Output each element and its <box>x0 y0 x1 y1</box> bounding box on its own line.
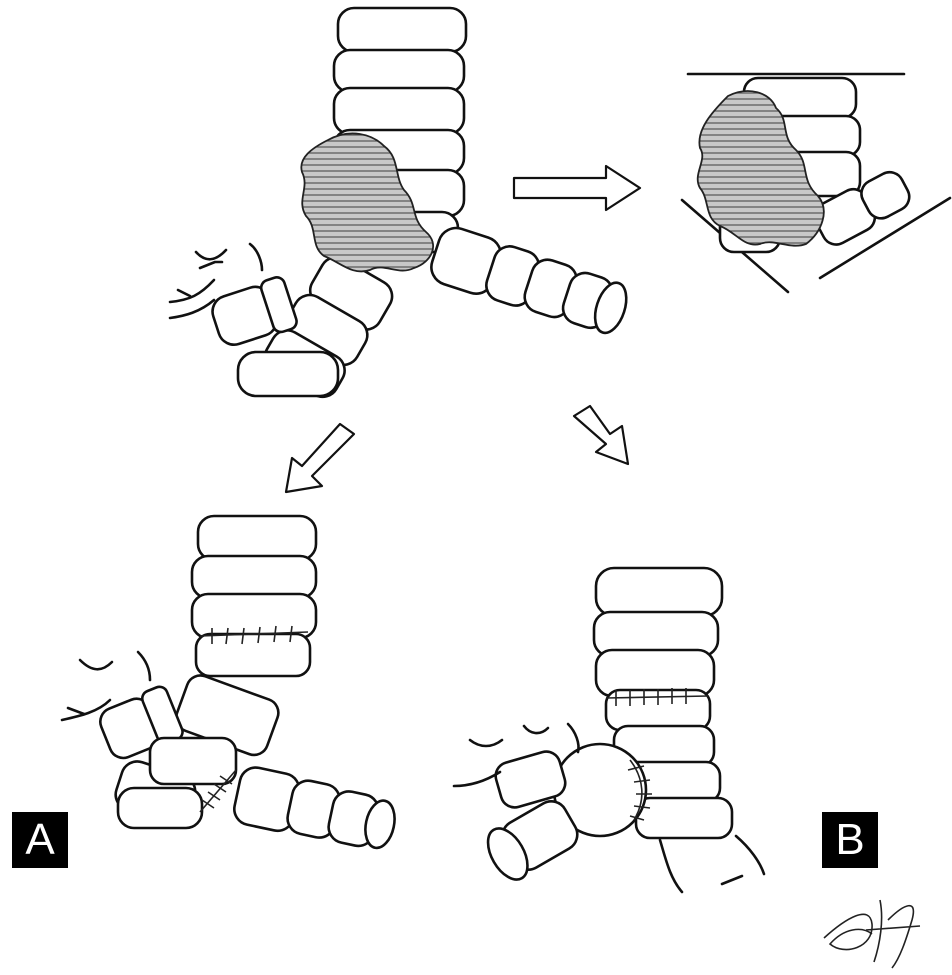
reconstruction-a <box>62 516 400 855</box>
resected-specimen <box>682 74 950 292</box>
arrow-right-icon <box>514 166 640 210</box>
trachea-with-tumor <box>170 8 633 405</box>
arrow-down-right-icon <box>574 406 628 464</box>
panel-label-a: A <box>12 812 68 868</box>
arrow-down-left-icon <box>286 424 354 492</box>
signature-mark <box>824 900 920 968</box>
reconstruction-b <box>454 568 764 892</box>
panel-label-b: B <box>822 812 878 868</box>
